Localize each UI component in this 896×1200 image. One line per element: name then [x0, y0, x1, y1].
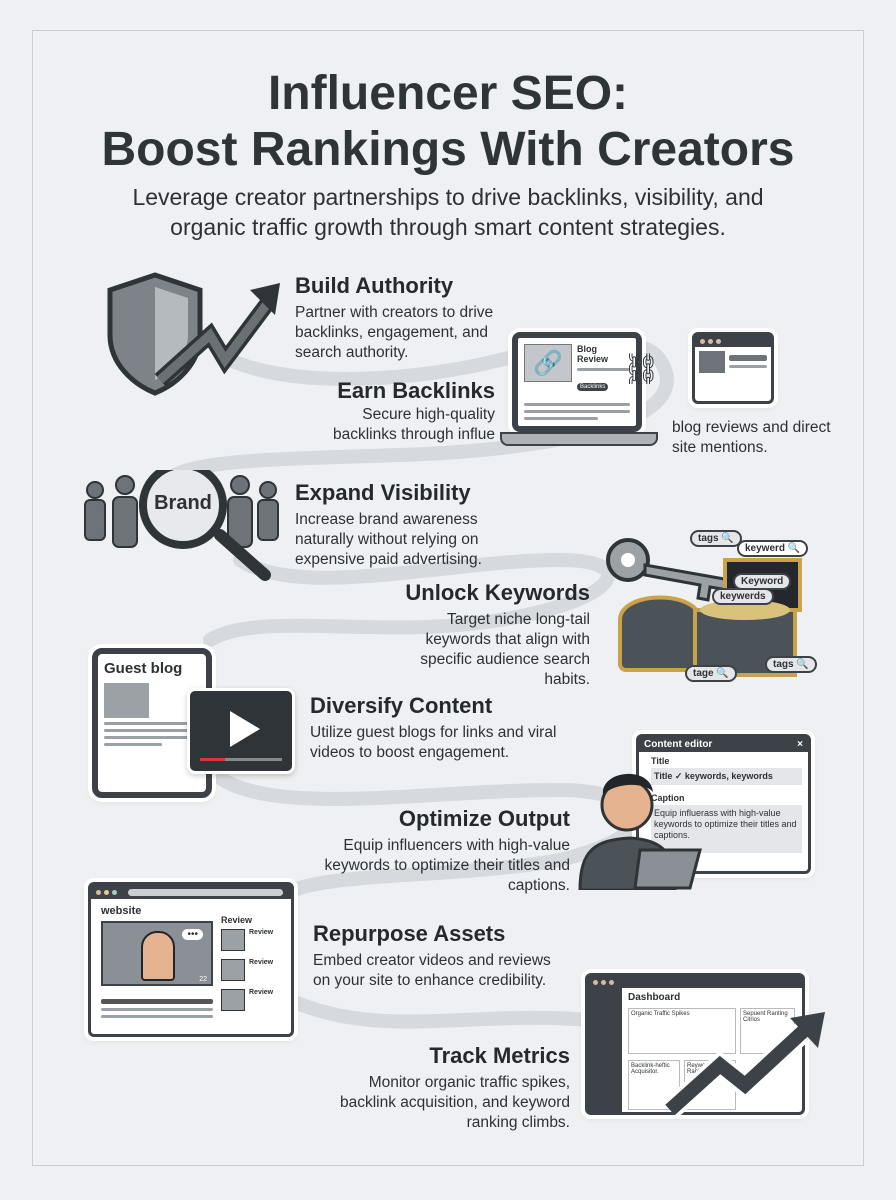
subtitle-line-1: Leverage creator partnerships to drive b…: [132, 184, 764, 210]
review-heading: Review: [221, 915, 253, 925]
website-title: website: [101, 905, 142, 917]
keyword-search-bubble: keywerd 🔍: [737, 540, 809, 557]
review-list: Review Review Review: [221, 929, 287, 1011]
creator-video[interactable]: ••• 22: [101, 921, 213, 986]
caption-label: Caption: [651, 793, 685, 803]
shield-arrow-icon: [107, 272, 280, 396]
step-heading: Repurpose Assets: [313, 921, 506, 946]
subtitle-line-2: organic traffic growth through smart con…: [170, 214, 726, 240]
step-body: Secure high-quality backlinks through in…: [333, 406, 495, 443]
backlinks-button: Backlinks: [577, 383, 609, 391]
tag-bubble: keywerds: [712, 588, 774, 605]
blog-review-title: Blog Review: [577, 344, 609, 364]
editor-title: Content editor: [644, 739, 713, 750]
content-editor-window: Content editor × Title Title ✓ keywords, …: [636, 734, 811, 874]
step-heading: Diversify Content: [310, 693, 493, 718]
dashboard-title: Dashboard: [628, 992, 681, 1003]
growth-arrow-icon: [662, 1012, 825, 1119]
page-title: Influencer SEO:Boost Rankings With Creat…: [0, 66, 896, 178]
brand-magnifier-people-icon: [84, 470, 279, 581]
step-body: Monitor organic traffic spikes, backlink…: [339, 1074, 570, 1131]
step-body: Increase brand awareness naturally witho…: [295, 511, 482, 568]
guest-blog-label: Guest blog: [104, 660, 183, 677]
step-body: Utilize guest blogs for links and viral …: [310, 724, 557, 761]
subtitle: Leverage creator partnerships to drive b…: [0, 182, 896, 242]
step-body: Embed creator videos and reviews on your…: [313, 952, 551, 989]
title-line-1: Influencer SEO:: [267, 67, 629, 120]
title-line-2: Boost Rankings With Creators: [101, 123, 795, 176]
step-body-extra: blog reviews and direct site mentions.: [672, 419, 831, 456]
review-item[interactable]: Review: [221, 959, 287, 981]
title-input[interactable]: Title ✓ keywords, keywords: [651, 768, 802, 785]
dashboard-sidebar: [588, 988, 622, 1112]
title-label: Title: [651, 756, 670, 766]
step-body: Equip influencers with high-value keywor…: [324, 837, 570, 894]
video-player[interactable]: [187, 688, 295, 774]
link-icon: 🔗: [524, 344, 572, 382]
tag-bubble: tage 🔍: [685, 665, 737, 682]
step-body: Target niche long-tail keywords that ali…: [420, 611, 590, 688]
step-heading: Track Metrics: [429, 1043, 570, 1068]
dashboard-card: Organic Traffic Spikes: [628, 1008, 736, 1054]
step-body: Partner with creators to drive backlinks…: [295, 304, 494, 361]
website-window: [692, 332, 774, 404]
step-heading: Earn Backlinks: [337, 378, 495, 403]
dashboard-card: Backlink-heftic Acquisitor.: [628, 1060, 680, 1110]
tag-bubble: tags 🔍: [690, 530, 742, 547]
website-reviews-window: website ••• 22 Review Review Review Revi…: [88, 882, 294, 1037]
caption-input[interactable]: Equip influerass with high-value keyword…: [651, 805, 802, 853]
step-heading: Optimize Output: [398, 806, 570, 831]
step-heading: Expand Visibility: [295, 480, 471, 505]
step-heading: Unlock Keywords: [405, 580, 590, 605]
close-icon[interactable]: ×: [797, 739, 803, 750]
step-heading: Build Authority: [295, 273, 454, 298]
play-icon[interactable]: [230, 711, 260, 747]
laptop-keyboard: [500, 432, 658, 446]
review-item[interactable]: Review: [221, 989, 287, 1011]
chain-link-icon: ⛓: [622, 353, 661, 386]
creator-person-laptop-icon: [578, 773, 702, 890]
video-time: 22: [199, 976, 207, 983]
review-item[interactable]: Review: [221, 929, 287, 951]
page-frame: [32, 30, 864, 1166]
brand-label: Brand: [154, 492, 212, 514]
image-icon: [104, 683, 149, 718]
tag-bubble: tags 🔍: [765, 656, 817, 673]
